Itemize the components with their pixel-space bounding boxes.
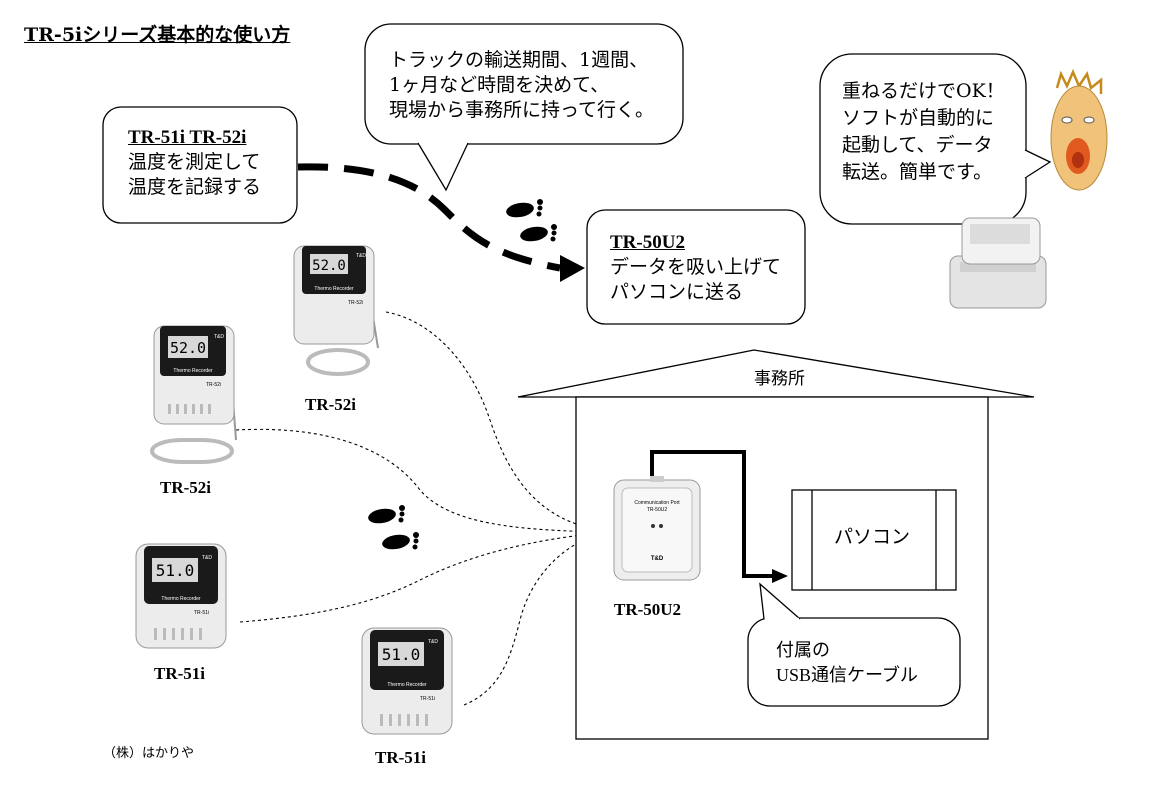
bubble-transport-line1: トラックの輸送期間、1週間、 [389, 49, 649, 71]
bubble-ok-line1: 重ねるだけでOK！ [842, 80, 1005, 102]
bubble-collect: TR-50U2 データを吸い上げて パソコンに送る [610, 230, 781, 305]
tr52i-label-left: TR-52i [160, 478, 211, 497]
display-text: 51.0 [382, 645, 421, 664]
office-label: 事務所 [754, 369, 805, 389]
caption-text: Thermo Recorder [387, 682, 427, 688]
model-text: TR-52i [206, 382, 221, 388]
data-transfer-paths [235, 311, 601, 706]
bubble-collect-line1: データを吸い上げて [610, 256, 782, 278]
bubble-collect-line2: パソコンに送る [610, 281, 744, 303]
caption-text: Thermo Recorder [161, 596, 201, 602]
bubble-collect-shape [586, 209, 806, 325]
tr52i-device-upper: 52.0 T&D Thermo Recorder TR-52i [290, 238, 386, 388]
arrow-head-icon [560, 255, 585, 282]
stacked-units-image [949, 217, 1047, 309]
bubble-ok: 重ねるだけでOK！ ソフトが自動的に 起動して、データ 転送。簡単です。 [842, 78, 1005, 186]
caption-text: Thermo Recorder [173, 368, 213, 374]
bubble-transport-shape [364, 23, 684, 192]
cable-bubble-line2: USB通信ケーブル [776, 665, 918, 685]
display-text: 52.0 [312, 258, 346, 274]
pc-box [791, 489, 957, 591]
route-dashed-path [297, 163, 561, 272]
bubble-transport: トラックの輸送期間、1週間、 1ヶ月など時間を決めて、 現場から事務所に持って行… [389, 48, 654, 123]
model-text: TR-51i [194, 610, 209, 616]
bubble-measure-shape [102, 106, 298, 224]
port-title-text: Communication Port [634, 500, 680, 506]
footprints-icon [506, 199, 557, 242]
model-text: TR-51i [420, 696, 435, 702]
bubble-measure-line1: 温度を測定して [128, 151, 261, 173]
caption-text: Thermo Recorder [314, 286, 354, 292]
credit-text: （株）はかりや [103, 746, 195, 761]
brand-text: T&D [202, 555, 212, 561]
model-text: TR-52i [348, 300, 363, 306]
tr52i-device-left: 52.0 T&D Thermo Recorder TR-52i [146, 320, 242, 470]
bubble-measure-model: TR-51i TR-52i [128, 127, 247, 148]
bubble-ok-shape [819, 53, 1052, 225]
tr51i-label-bottom: TR-51i [375, 748, 426, 767]
display-text: 51.0 [156, 561, 195, 580]
usb-cable-line [650, 450, 776, 578]
bubble-measure: TR-51i TR-52i 温度を測定して 温度を記録する [128, 125, 261, 200]
tr51i-device-bottom: 51.0 T&D Thermo Recorder TR-51i [356, 624, 460, 736]
cable-bubble: 付属の USB通信ケーブル [776, 638, 918, 688]
cable-bubble-shape [747, 582, 961, 707]
bubble-collect-model: TR-50U2 [610, 232, 685, 253]
cable-arrow-icon [772, 569, 788, 583]
surprised-face-icon [1050, 68, 1108, 191]
brand-text: T&D [356, 253, 366, 259]
display-text: 52.0 [170, 339, 206, 357]
bubble-ok-line3: 起動して、データ [842, 134, 993, 156]
bubble-transport-line3: 現場から事務所に持って行く。 [389, 99, 655, 121]
brand-text: T&D [214, 334, 224, 340]
tr51i-label-left: TR-51i [154, 664, 205, 683]
bubble-measure-line2: 温度を記録する [128, 176, 262, 198]
bubble-transport-line2: 1ヶ月など時間を決めて、 [389, 74, 610, 96]
bubble-ok-line4: 転送。簡単です。 [842, 161, 993, 183]
tr52i-label-upper: TR-52i [305, 395, 356, 414]
pc-label: パソコン [834, 526, 911, 548]
port-model-text: TR-50U2 [647, 507, 668, 513]
port-brand-text: T&D [651, 556, 664, 562]
footprints-icon [368, 505, 419, 550]
tr51i-device-left: 51.0 T&D Thermo Recorder TR-51i [130, 540, 234, 650]
tr50u2-device: Communication Port TR-50U2 T&D [613, 476, 701, 581]
page-title: TR-5iシリーズ基本的な使い方 [24, 24, 291, 46]
tr50u2-label: TR-50U2 [614, 600, 682, 619]
bubble-ok-line2: ソフトが自動的に [842, 107, 995, 129]
cable-bubble-line1: 付属の [776, 640, 830, 661]
brand-text: T&D [428, 639, 438, 645]
